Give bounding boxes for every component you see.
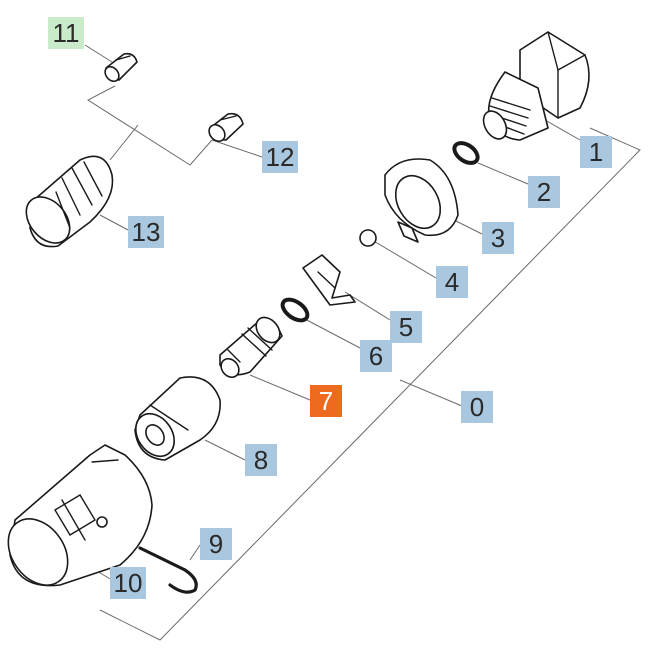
- part-12-nozzle-insert: [208, 112, 244, 143]
- callout-12: 12: [262, 141, 298, 173]
- callout-0: 0: [461, 391, 493, 423]
- part-10-handle-sleeve: [7, 444, 153, 587]
- part-5-clip: [302, 254, 356, 306]
- callout-5: 5: [390, 311, 422, 343]
- part-8-nut: [134, 376, 221, 461]
- callout-11: 11: [48, 17, 84, 49]
- callout-2: 2: [528, 176, 560, 208]
- callout-13: 13: [128, 216, 164, 248]
- assembly-bracket: [99, 127, 641, 641]
- part-2-o-ring: [452, 141, 480, 165]
- callout-9: 9: [200, 528, 232, 560]
- leader-lines: [84, 44, 581, 581]
- part-13-grip-cap: [25, 155, 114, 248]
- callout-6: 6: [360, 340, 392, 372]
- callout-7: 7: [310, 385, 342, 417]
- callout-10: 10: [110, 567, 146, 599]
- part-11-nozzle-insert: [104, 52, 138, 83]
- part-9-wire-clip: [138, 546, 198, 594]
- part-6-o-ring: [280, 297, 310, 323]
- part-1-threaded-connector: [482, 31, 590, 141]
- part-7-valve-insert: [219, 316, 283, 379]
- callout-1: 1: [580, 136, 612, 168]
- callout-8: 8: [245, 444, 277, 476]
- callout-4: 4: [436, 266, 468, 298]
- part-4-ball: [359, 229, 377, 247]
- callout-3: 3: [482, 222, 514, 254]
- part-3-locking-ring: [384, 158, 459, 243]
